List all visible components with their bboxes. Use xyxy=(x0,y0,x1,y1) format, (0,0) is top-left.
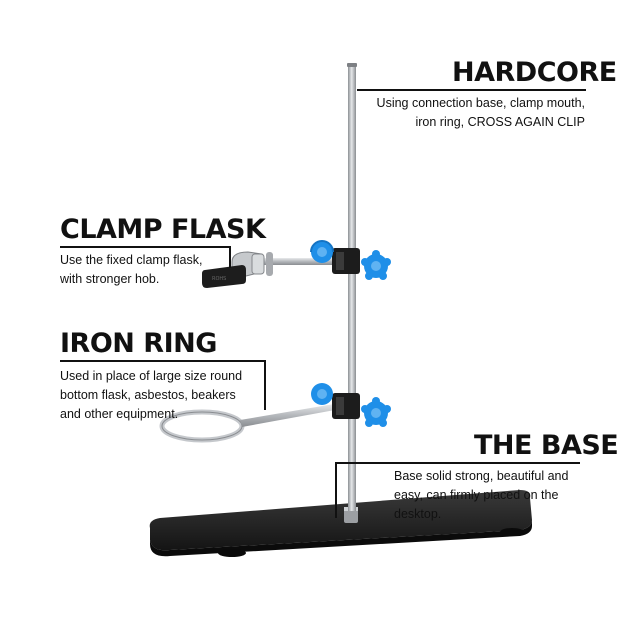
clamp-flask-line-1: Use the fixed clamp flask, xyxy=(60,253,203,267)
the-base-description: Base solid strong, beautiful and easy, c… xyxy=(394,467,568,524)
iron-ring-description: Used in place of large size round bottom… xyxy=(60,367,242,424)
hardcore-line-2: iron ring, CROSS AGAIN CLIP xyxy=(415,115,585,129)
the-base-leader-drop xyxy=(335,462,337,518)
iron-ring-line-3: and other equipment. xyxy=(60,407,179,421)
clamp-assembly: ROHS xyxy=(202,240,391,288)
clamp-flask-title: CLAMP FLASK xyxy=(60,214,266,245)
support-rod xyxy=(348,65,356,511)
the-base-line-3: desktop. xyxy=(394,507,442,521)
iron-ring-line-2: bottom flask, asbestos, beakers xyxy=(60,388,236,402)
iron-ring-assembly xyxy=(159,383,391,443)
the-base-line-1: Base solid strong, beautiful and xyxy=(394,469,569,483)
iron-ring-line-1: Used in place of large size round xyxy=(60,369,243,383)
hardcore-title: HARDCORE xyxy=(452,57,617,88)
clamp-flask-leader-line xyxy=(60,246,230,248)
clamp-flask-line-2: with stronger hob. xyxy=(60,272,160,286)
the-base-title: THE BASE xyxy=(474,430,619,461)
hardcore-leader-line xyxy=(357,89,586,91)
hardcore-description: Using connection base, clamp mouth, iron… xyxy=(345,94,585,132)
clamp-flask-description: Use the fixed clamp flask, with stronger… xyxy=(60,251,202,289)
the-base-leader-line xyxy=(335,462,580,464)
iron-ring-leader-drop xyxy=(264,360,266,410)
svg-text:ROHS: ROHS xyxy=(212,276,226,282)
clamp-flask-leader-drop xyxy=(229,246,231,268)
the-base-line-2: easy, can firmly placed on the xyxy=(394,488,559,502)
hardcore-line-1: Using connection base, clamp mouth, xyxy=(376,96,585,110)
iron-ring-title: IRON RING xyxy=(60,328,217,359)
iron-ring-leader-line xyxy=(60,360,265,362)
